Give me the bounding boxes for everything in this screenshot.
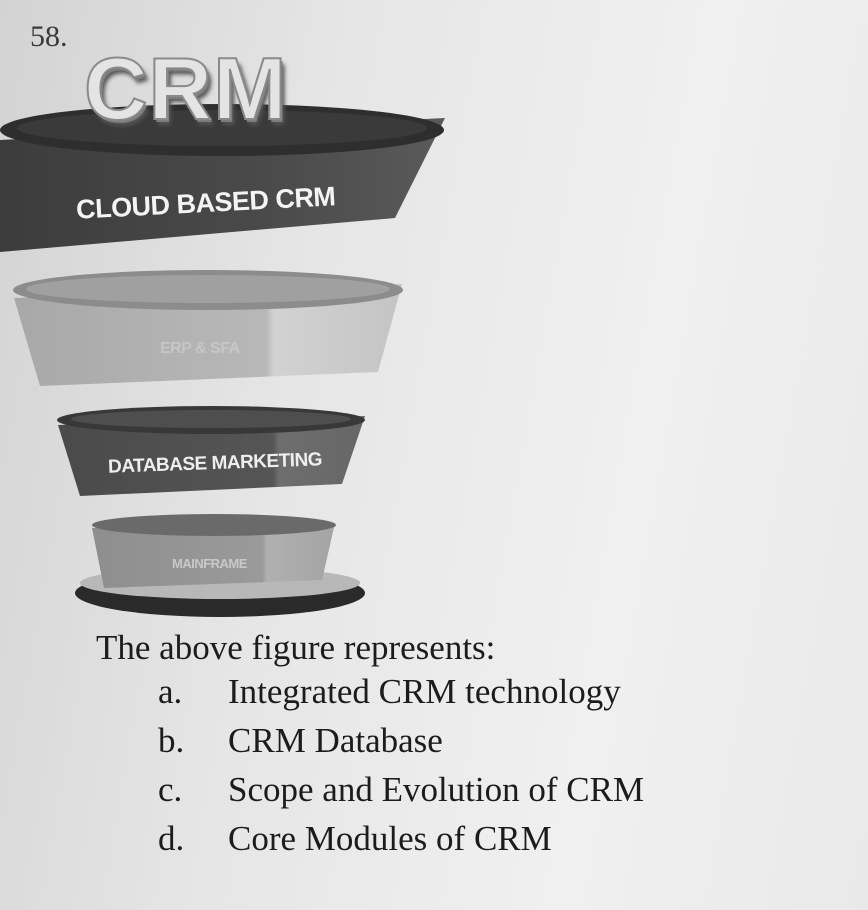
crm-stack-graphic [0, 104, 445, 617]
crm-evolution-figure: CRM CLOUD BASED CRM ERP & SFA DATABASE M… [0, 0, 480, 630]
tier-database-marketing [57, 406, 365, 496]
option-letter: a. [158, 672, 183, 711]
tier-cloud-based-crm [0, 104, 445, 252]
question-text: The above figure represents: [96, 628, 496, 667]
crm-logo-text: CRM [83, 38, 288, 139]
question-number: 58. [30, 20, 68, 53]
option-letter: c. [158, 770, 183, 809]
option-text: Scope and Evolution of CRM [228, 770, 645, 809]
option-text: CRM Database [228, 721, 443, 760]
option-text: Integrated CRM technology [228, 672, 621, 711]
option-text: Core Modules of CRM [228, 819, 552, 858]
label-erp-sfa: ERP & SFA [160, 340, 240, 357]
tier-mainframe [75, 514, 365, 617]
label-mainframe: MAINFRAME [172, 556, 247, 571]
tier-erp-sfa [13, 270, 403, 386]
option-letter: b. [158, 721, 185, 760]
option-letter: d. [158, 819, 185, 858]
